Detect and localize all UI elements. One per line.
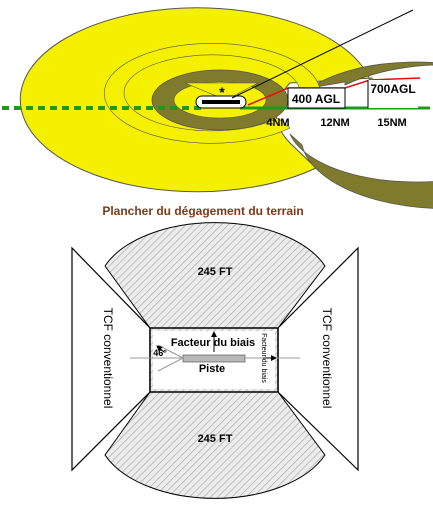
nm-4-label: 4NM (266, 117, 289, 129)
agl-700-box (368, 80, 418, 108)
runway-plan (182, 354, 246, 363)
agl-400-box (287, 87, 346, 109)
bottom-area-label: 245 FT (198, 433, 233, 445)
tcf-diagram: 245 FT 245 FT Facteur du biais Piste 46°… (71, 222, 359, 499)
central-triangle (184, 82, 259, 101)
obstacle-clearance-diagram: * 400 AGL 700AGL 4NM 12NM 15NM Plancher … (2, 7, 433, 218)
runway-label: Piste (199, 363, 225, 375)
angle-label: 46° (153, 348, 167, 358)
agl-700-label: 700AGL (370, 82, 415, 96)
approach-line (231, 9, 414, 99)
star-marker: * (219, 84, 225, 100)
nm-15-label: 15NM (377, 117, 406, 129)
bias-factor-label: Facteur du biais (171, 337, 255, 349)
top-area-label: 245 FT (198, 266, 233, 278)
top-caption: Plancher du dégagement du terrain (102, 204, 303, 218)
left-tcf-label: TCF conventionnel (101, 308, 115, 409)
runway-center-bar (202, 100, 240, 104)
angle-arrow (156, 345, 165, 353)
right-tcf-label: TCF conventionnel (320, 308, 334, 409)
inner-clearance-band (103, 43, 321, 144)
bottom-hatched-area (104, 391, 326, 499)
angle-line-lower (157, 357, 184, 372)
nm-12-label: 12NM (320, 117, 349, 129)
bias-factor-vertical-label: Facteur du biais (260, 333, 267, 383)
top-hatched-area (104, 222, 326, 329)
middle-clearance-ring (289, 61, 433, 209)
agl-400-label: 400 AGL (292, 92, 340, 106)
